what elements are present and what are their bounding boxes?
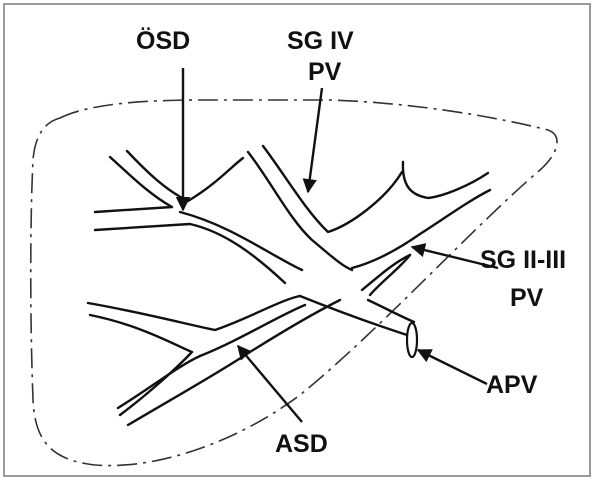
arrows — [183, 68, 498, 422]
label-apv: APV — [486, 371, 538, 399]
arrow-sg4-pv — [308, 88, 322, 192]
label-asd: ASD — [275, 430, 328, 458]
label-osd: ÖSD — [136, 26, 190, 55]
vessel-tree — [88, 146, 490, 425]
arrow-asd — [238, 346, 302, 422]
label-sg4-line1: SG IV — [287, 27, 354, 55]
arrow-apv — [418, 350, 487, 384]
label-sg23-line2: PV — [510, 284, 544, 312]
image-border — [4, 4, 590, 476]
label-sg4-line2: PV — [308, 58, 342, 86]
label-sg23-line1: SG II-III — [480, 246, 566, 274]
